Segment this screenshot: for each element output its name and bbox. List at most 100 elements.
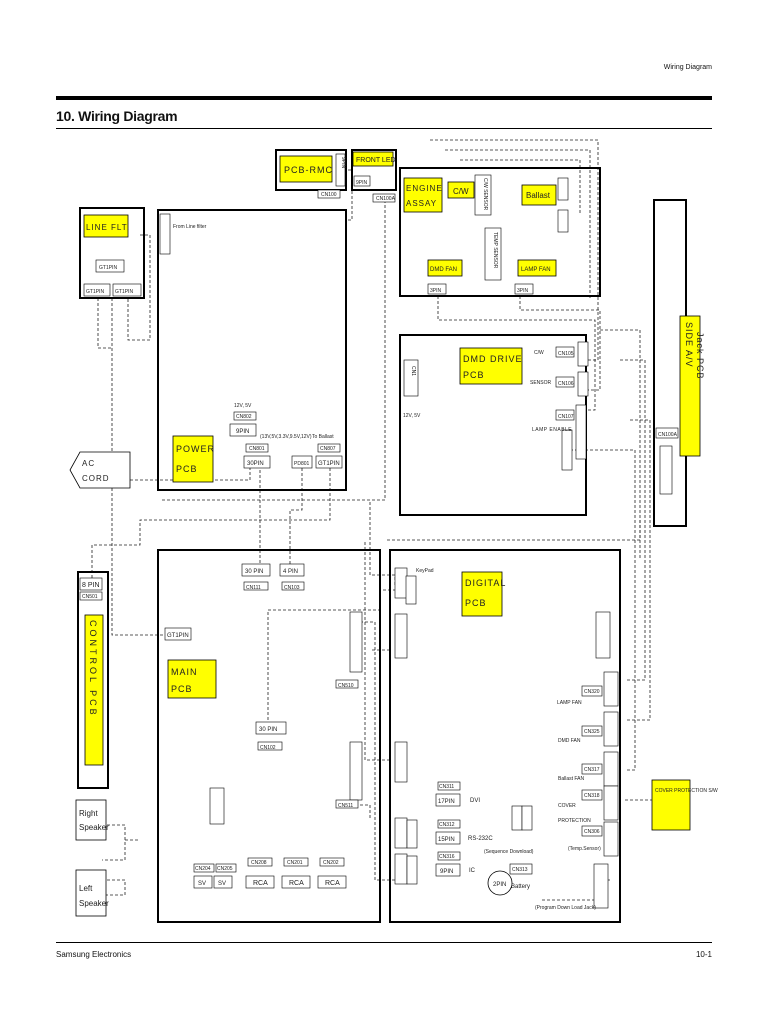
main-gt1pin: GT1PIN	[167, 633, 189, 639]
power-pcb-label: PCB	[176, 464, 198, 474]
sequence-download-label: (Sequence Download)	[484, 849, 534, 855]
cn318-label: CN318	[584, 793, 600, 799]
cn107-label: CN107	[558, 414, 574, 420]
control-pcb-board	[77, 571, 109, 789]
digital-pcb-board	[389, 549, 621, 923]
front-led-label: FRONT LED	[356, 157, 396, 164]
yellow-labels	[83, 151, 701, 831]
assay-label: ASSAY	[406, 199, 437, 208]
cn111-30pin: 30 PIN	[245, 569, 263, 575]
ballast-label: Ballast	[526, 191, 551, 200]
ballast-label-bg	[521, 184, 557, 206]
cn106-label: CN106	[558, 381, 574, 387]
line-flt-gt1pin-right: GT1PIN	[115, 289, 133, 295]
cn316-9pin: 9PIN	[440, 869, 453, 875]
right-label: Right	[79, 809, 98, 818]
side-cn100a-label: CN100A	[658, 432, 678, 438]
cn312-15pin: 15PIN	[438, 837, 455, 843]
ic-label: IC	[469, 868, 476, 874]
cn313-label: CN313	[512, 867, 528, 873]
cn204-sv: SV	[198, 881, 206, 887]
lamp-fan-right-label: LAMP FAN	[557, 700, 582, 706]
title-rule	[56, 128, 712, 129]
cn802-9pin: 9PIN	[236, 429, 249, 435]
main-label: MAIN	[171, 667, 198, 677]
protection-label: PROTECTION	[558, 818, 591, 824]
cn510-label: CN510	[338, 683, 354, 689]
cn807-label: CN807	[320, 446, 336, 452]
dmd-fan-label: DMD FAN	[430, 267, 457, 273]
cord-label: CORD	[82, 474, 110, 483]
left-speaker-label: Speaker	[79, 899, 109, 908]
cn316-label: CN316	[439, 854, 455, 860]
voltage-list: (13V,5V,3.3V,9.5V,12V)	[260, 434, 312, 440]
dmd-drive-label-bg	[459, 347, 523, 385]
power-label-bg	[172, 435, 214, 483]
board-outlines	[77, 149, 687, 923]
cn202-label: CN202	[323, 860, 339, 866]
main-pcb-label: PCB	[171, 684, 193, 694]
cn306-label: CN306	[584, 829, 600, 835]
line-flt-gt1pin-left: GT1PIN	[86, 289, 104, 295]
main-pcb-board	[157, 549, 381, 923]
dmd-pcb-label: PCB	[463, 370, 485, 380]
cover-protection-label-bg	[651, 779, 691, 831]
keypad-label: KeyPad	[416, 568, 434, 574]
lamp-fan-label-bg	[517, 259, 557, 277]
lamp-fan-label: LAMP FAN	[521, 267, 551, 273]
dmd-fan-3pin: 3PIN	[430, 288, 442, 294]
cn205-label: CN205	[217, 866, 233, 872]
cn201-rca: RCA	[289, 880, 304, 887]
dmd-cn1-label: CN1	[410, 366, 416, 376]
lamp-fan-3pin: 3PIN	[517, 288, 529, 294]
ac-cord-shape	[69, 451, 131, 489]
left-label: Left	[79, 884, 93, 893]
power-label: POWER	[176, 444, 215, 454]
dmd-cw-label: C/W	[534, 350, 544, 356]
power-pcb-board	[157, 209, 347, 491]
engine-assay-box	[399, 167, 601, 297]
to-ballast-label: To Ballast	[312, 434, 334, 440]
digital-label: DIGITAL	[465, 578, 506, 588]
cover-label: COVER	[558, 803, 576, 809]
cn102-30pin: 30 PIN	[259, 727, 277, 733]
pcb-rmc-label: PCB-RMC	[284, 165, 333, 175]
dmd-fan-label-bg	[427, 259, 463, 277]
pd801-label: PD801	[294, 461, 310, 467]
cn103-label: CN103	[284, 585, 300, 591]
temp-sensor-label: TEMP SENSOR	[492, 232, 498, 269]
cover-protection-sw-label: COVER PROTECTION S/W	[655, 788, 718, 794]
page-title: 10. Wiring Diagram	[56, 108, 178, 124]
header-section-label: Wiring Diagram	[663, 64, 712, 71]
line-flt-label: LINE FLT.	[86, 223, 130, 232]
cn208-rca: RCA	[253, 880, 268, 887]
front-led-box	[351, 149, 397, 191]
cn103-4pin: 4 PIN	[283, 569, 298, 575]
speakers-and-cord	[69, 451, 513, 917]
battery-2pin: 2PIN	[493, 882, 506, 888]
cn801-30pin: 30PIN	[247, 461, 264, 467]
lamp-enable-label: LAMP ENABLE	[532, 427, 572, 433]
line-flt-gt1pin-top: GT1PIN	[99, 265, 117, 271]
cw-label-bg	[447, 181, 475, 199]
program-jack-label: (Program Down Load Jack)	[535, 905, 596, 911]
battery-cell	[487, 870, 513, 896]
side-av-label: SIDE A/V	[684, 322, 694, 368]
cw-label: C/W	[453, 187, 469, 196]
ac-label: AC	[82, 459, 95, 468]
engine-label-bg	[403, 177, 443, 213]
diagram-text: PCB-RMC FRONT LED CN100 CN100A 9PIN 9PIN…	[79, 157, 718, 911]
dmd-fan-right-label: DMD FAN	[558, 738, 581, 744]
cn100-label: CN100	[321, 192, 337, 198]
rs232c-label: RS-232C	[468, 836, 493, 842]
from-line-filter-label: From Line filter	[173, 224, 207, 230]
battery-label: Battery	[511, 884, 530, 890]
cn807-gt1pin: GT1PIN	[318, 461, 340, 467]
right-speaker-box	[75, 799, 107, 841]
front-led-9pin: 9PIN	[356, 180, 368, 186]
pcb-rmc-box	[275, 149, 347, 191]
digital-pcb-label: PCB	[465, 598, 487, 608]
sensor-label: SENSOR	[530, 380, 552, 386]
cn802-label: CN802	[236, 414, 252, 420]
